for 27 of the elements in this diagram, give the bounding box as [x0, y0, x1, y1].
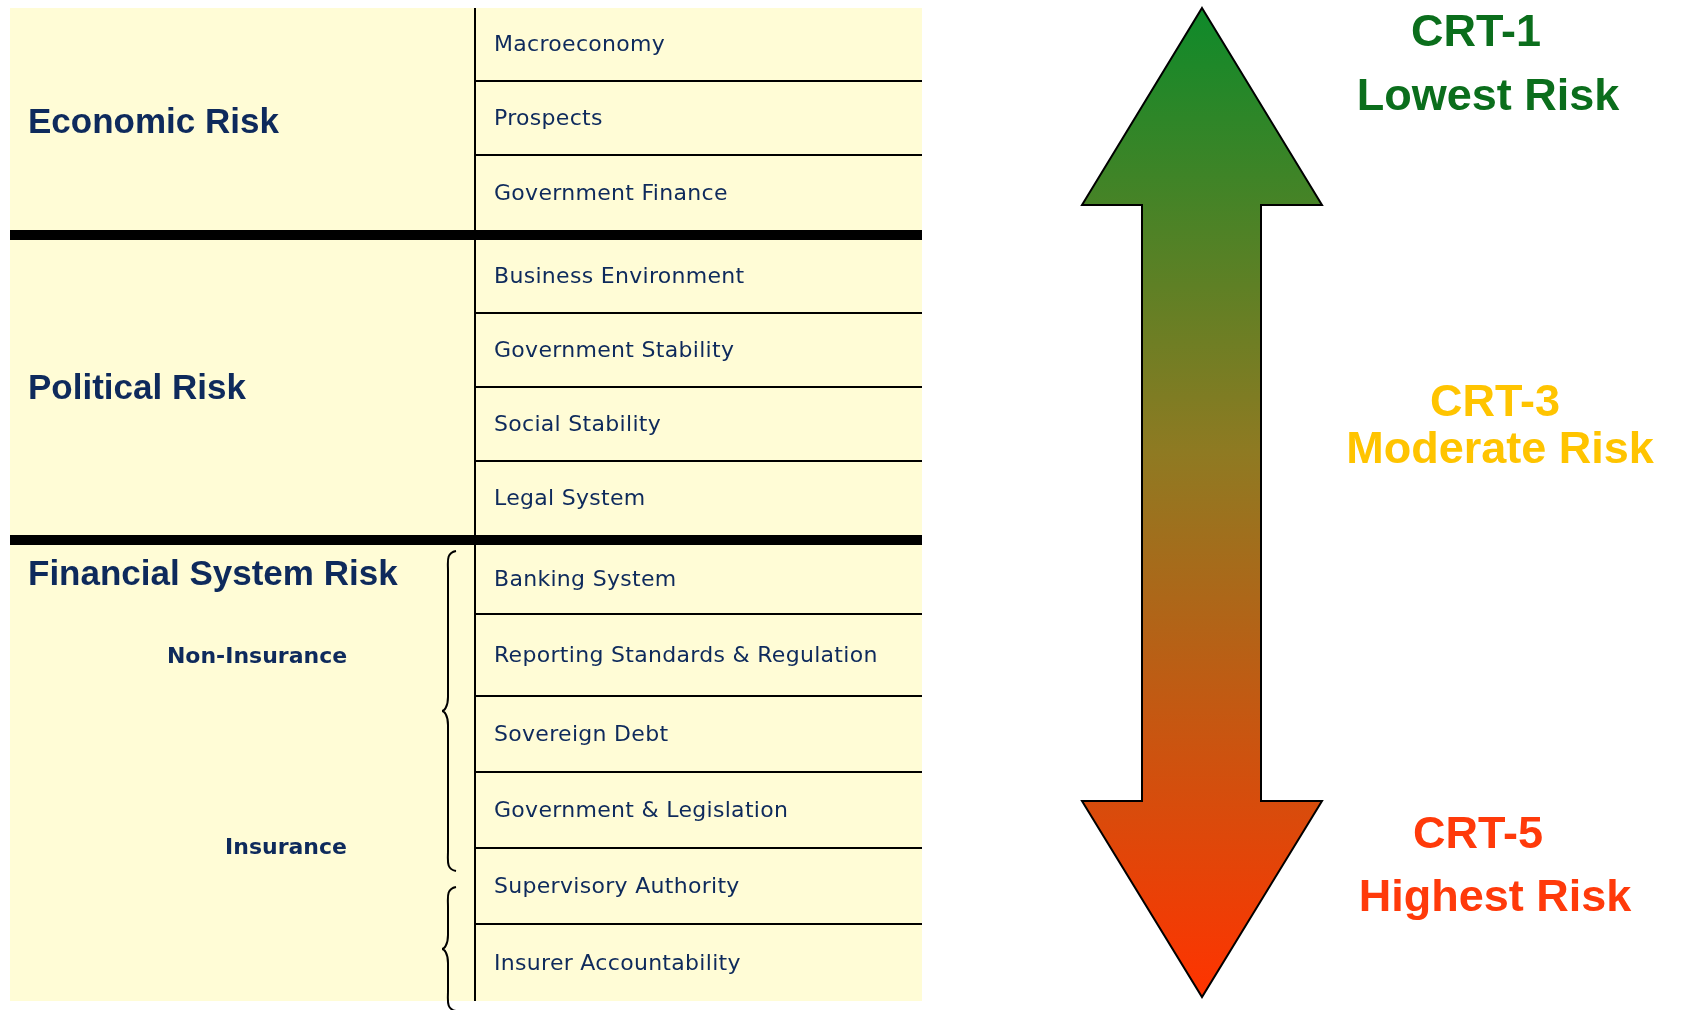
risk-category-band — [10, 545, 922, 1001]
factor-label: Government Finance — [494, 178, 728, 207]
factor-label: Business Environment — [494, 261, 745, 290]
risk-level-label: Moderate Risk — [1345, 425, 1655, 470]
subcategory-label: Insurance — [225, 834, 347, 859]
risk-category-band — [10, 8, 922, 240]
category-heading: Financial System Risk — [28, 553, 398, 593]
risk-level-label: CRT-5 — [1412, 810, 1544, 855]
factor-label: Government Stability — [494, 335, 735, 364]
category-heading: Economic Risk — [28, 101, 279, 141]
risk-category-band — [10, 240, 922, 545]
subcategory-label: Non-Insurance — [166, 643, 348, 668]
risk-level-label: Lowest Risk — [1355, 72, 1621, 117]
factor-label: Reporting Standards & Regulation — [494, 640, 878, 669]
factor-label: Sovereign Debt — [494, 719, 669, 748]
factor-label: Macroeconomy — [494, 29, 666, 58]
factor-label: Insurer Accountability — [494, 948, 741, 977]
factor-label: Banking System — [494, 564, 677, 593]
risk-level-label: CRT-3 — [1429, 378, 1561, 423]
factor-label: Prospects — [494, 103, 603, 132]
factor-label: Legal System — [494, 484, 646, 513]
factor-label: Social Stability — [494, 409, 662, 438]
category-heading: Political Risk — [28, 367, 246, 407]
risk-level-label: Highest Risk — [1357, 873, 1633, 918]
factor-label: Government & Legislation — [494, 795, 789, 824]
factor-label: Supervisory Authority — [494, 871, 740, 900]
risk-level-label: CRT-1 — [1410, 8, 1542, 53]
